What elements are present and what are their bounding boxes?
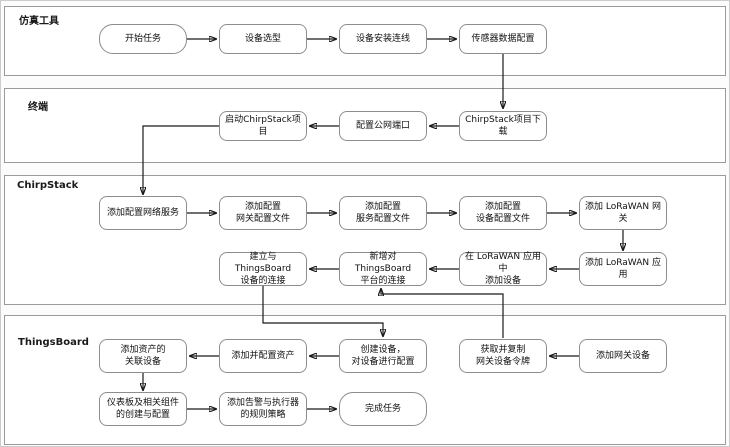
node-device-wiring: 设备安装连线 [339, 24, 427, 54]
node-public-port-config: 配置公网端口 [339, 111, 427, 141]
node-tb-device-connection: 建立与ThingsBoard 设备的连接 [219, 252, 307, 286]
node-start: 开始任务 [99, 24, 187, 54]
lane-label-terminal: 终端 [28, 102, 48, 113]
node-service-profile: 添加配置 服务配置文件 [339, 196, 427, 230]
node-device-selection: 设备选型 [219, 24, 307, 54]
node-device-profile: 添加配置 设备配置文件 [459, 196, 547, 230]
node-network-service: 添加配置网络服务 [99, 196, 187, 230]
node-add-asset: 添加并配置资产 [219, 339, 307, 373]
node-tb-platform-connection: 新增对ThingsBoard 平台的连接 [339, 252, 427, 286]
node-copy-gateway-token: 获取并复制 网关设备令牌 [459, 339, 547, 373]
lane-label-chirpstack: ChirpStack [17, 180, 79, 191]
node-create-device: 创建设备， 对设备进行配置 [339, 339, 427, 373]
node-finish: 完成任务 [339, 392, 427, 426]
node-gateway-profile: 添加配置 网关配置文件 [219, 196, 307, 230]
node-asset-related-device: 添加资产的 关联设备 [99, 339, 187, 373]
node-chirpstack-start: 启动ChirpStack项目 [219, 111, 307, 141]
lane-label-thingsboard: ThingsBoard [18, 337, 89, 348]
node-alarm-rules: 添加告警与执行器 的规则策略 [219, 392, 307, 426]
node-add-lorawan-gateway: 添加 LoRaWAN 网关 [579, 196, 667, 230]
node-add-gateway-device: 添加网关设备 [579, 339, 667, 373]
node-add-lorawan-app: 添加 LoRaWAN 应用 [579, 252, 667, 286]
node-chirpstack-download: ChirpStack项目下载 [459, 111, 547, 141]
node-dashboard: 仪表板及相关组件 的创建与配置 [99, 392, 187, 426]
node-add-device-in-app: 在 LoRaWAN 应用中 添加设备 [459, 252, 547, 286]
lane-label-simulation-tool: 仿真工具 [19, 16, 59, 27]
node-sensor-data-config: 传感器数据配置 [459, 24, 547, 54]
